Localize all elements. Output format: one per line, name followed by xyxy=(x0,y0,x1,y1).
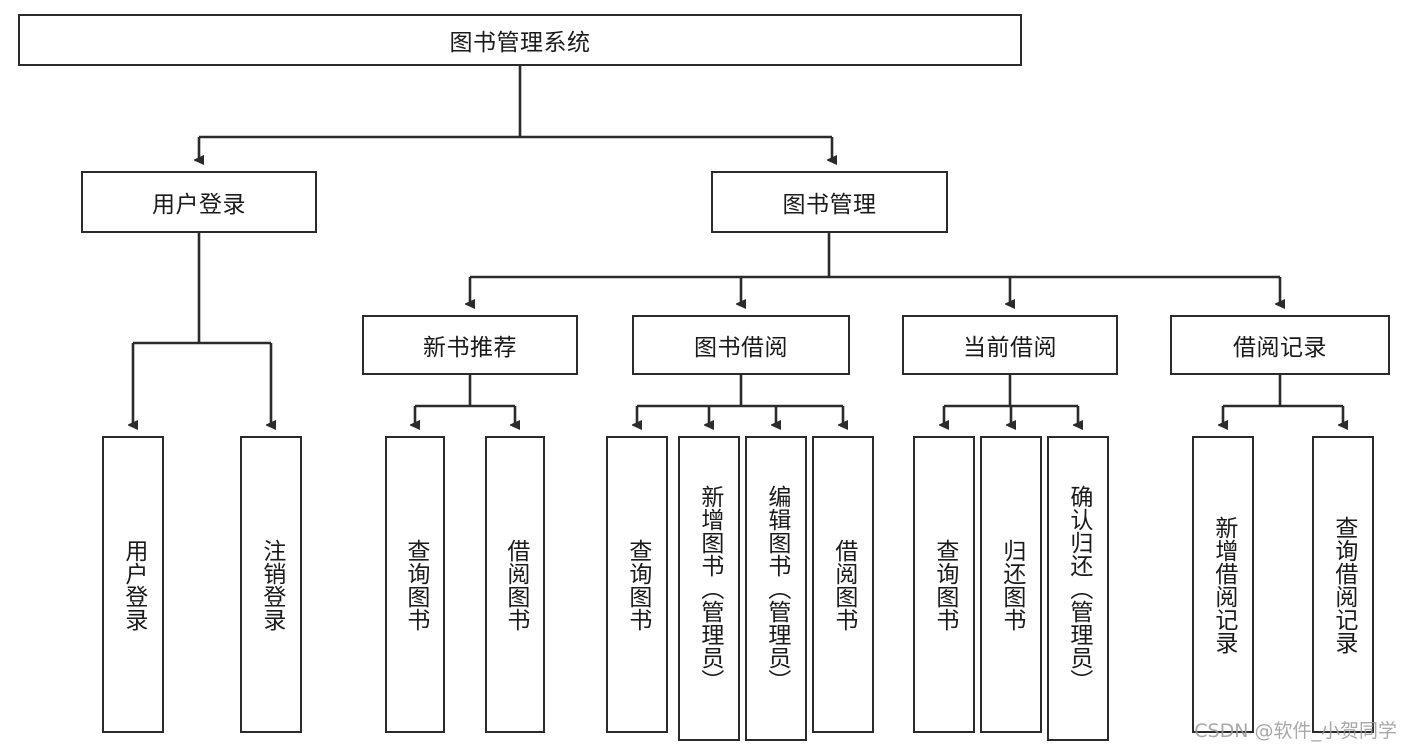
node-add-book-admin-label: 新增图书（管理员） xyxy=(696,485,723,692)
node-logout-login-leaf[interactable]: 注销登录 xyxy=(240,436,302,733)
node-return-book-label: 归还图书 xyxy=(998,538,1025,631)
node-root-label: 图书管理系统 xyxy=(449,30,591,56)
node-add-book-admin[interactable]: 新增图书（管理员） xyxy=(678,436,740,741)
node-borrow-book-rec-label: 借阅图书 xyxy=(502,538,529,631)
node-borrow-book-borrow-label: 借阅图书 xyxy=(830,538,857,631)
node-query-book-current-label: 查询图书 xyxy=(931,538,958,631)
node-root[interactable]: 图书管理系统 xyxy=(18,14,1022,66)
node-query-borrow-record[interactable]: 查询借阅记录 xyxy=(1312,436,1374,733)
node-borrow-book-borrow[interactable]: 借阅图书 xyxy=(812,436,874,733)
node-borrow-book-rec[interactable]: 借阅图书 xyxy=(485,436,545,733)
node-book-manage[interactable]: 图书管理 xyxy=(711,171,948,233)
node-book-borrow[interactable]: 图书借阅 xyxy=(632,315,850,375)
node-edit-book-admin[interactable]: 编辑图书（管理员） xyxy=(745,436,807,741)
node-user-login-label: 用户登录 xyxy=(152,192,246,218)
node-query-book-borrow[interactable]: 查询图书 xyxy=(606,436,668,733)
node-query-book-rec-label: 查询图书 xyxy=(402,538,429,631)
node-book-borrow-label: 图书借阅 xyxy=(694,335,788,361)
node-query-book-rec[interactable]: 查询图书 xyxy=(385,436,445,733)
node-edit-book-admin-label: 编辑图书（管理员） xyxy=(763,485,790,692)
node-current-borrow[interactable]: 当前借阅 xyxy=(902,315,1118,375)
node-return-book[interactable]: 归还图书 xyxy=(980,436,1042,733)
node-query-book-current[interactable]: 查询图书 xyxy=(913,436,975,733)
node-borrow-record[interactable]: 借阅记录 xyxy=(1170,315,1390,375)
node-borrow-record-label: 借阅记录 xyxy=(1233,335,1327,361)
node-new-book-recommend[interactable]: 新书推荐 xyxy=(362,315,578,375)
node-query-borrow-record-label: 查询借阅记录 xyxy=(1330,515,1357,654)
node-query-book-borrow-label: 查询图书 xyxy=(624,538,651,631)
node-current-borrow-label: 当前借阅 xyxy=(963,335,1057,361)
node-new-book-recommend-label: 新书推荐 xyxy=(423,335,517,361)
node-confirm-return-admin[interactable]: 确认归还（管理员） xyxy=(1047,436,1109,741)
node-add-borrow-record[interactable]: 新增借阅记录 xyxy=(1192,436,1254,733)
node-logout-login-leaf-label: 注销登录 xyxy=(258,538,285,631)
node-user-login-leaf[interactable]: 用户登录 xyxy=(102,436,164,733)
node-add-borrow-record-label: 新增借阅记录 xyxy=(1210,515,1237,654)
node-confirm-return-admin-label: 确认归还（管理员） xyxy=(1065,485,1092,692)
node-user-login[interactable]: 用户登录 xyxy=(81,171,317,233)
node-user-login-leaf-label: 用户登录 xyxy=(120,538,147,631)
node-book-manage-label: 图书管理 xyxy=(782,192,877,218)
